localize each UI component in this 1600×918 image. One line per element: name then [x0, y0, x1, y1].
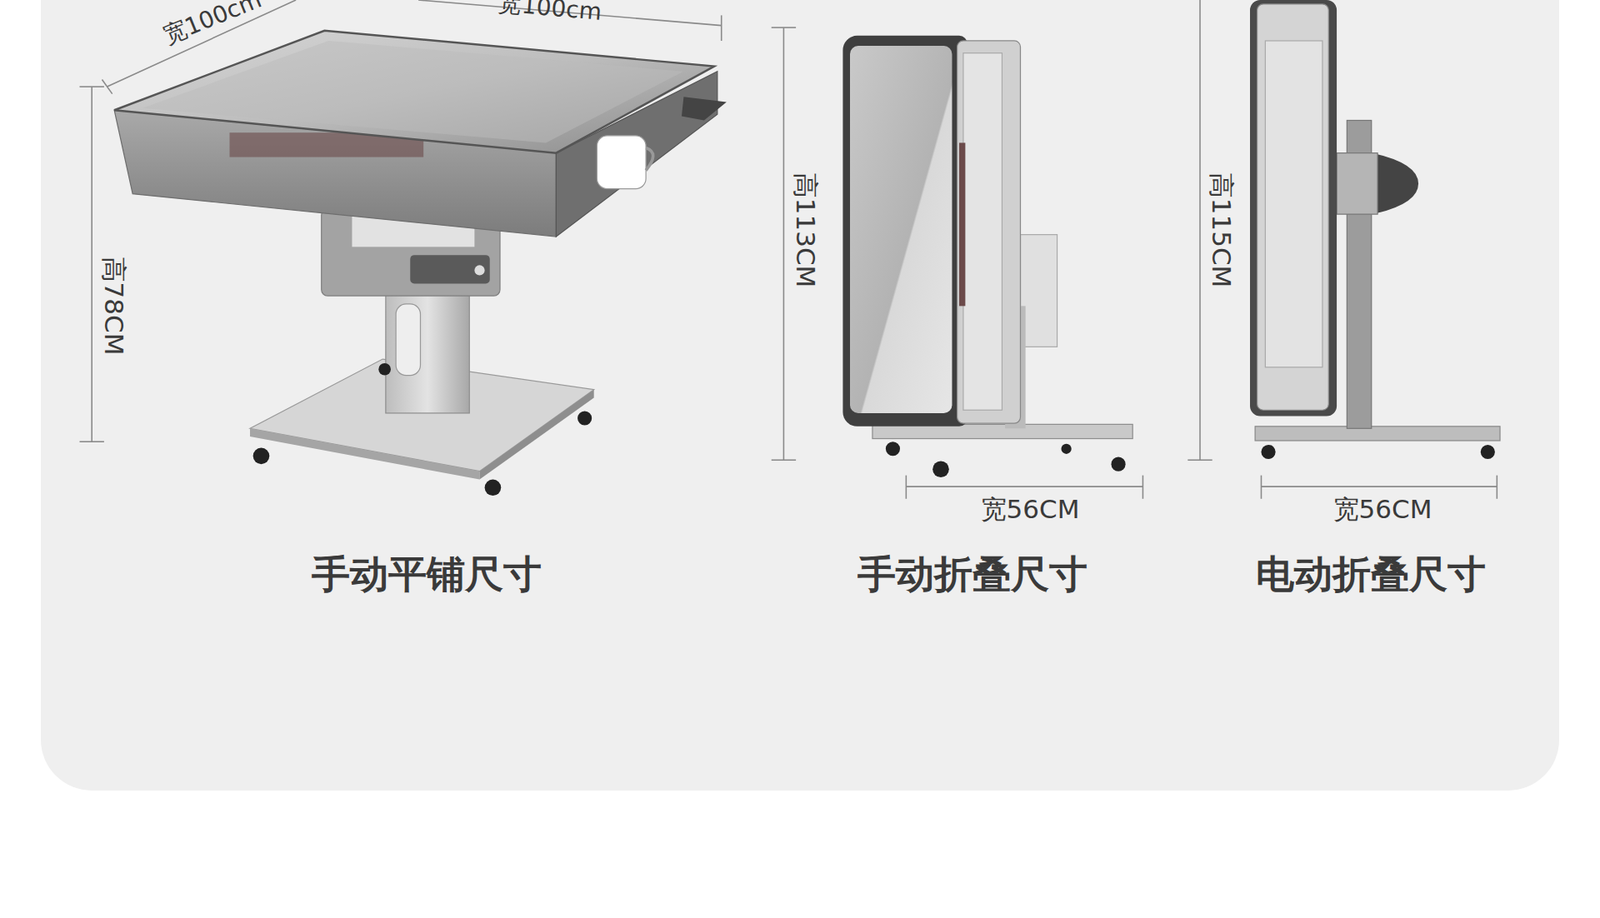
- dimension-lines: [80, 0, 1498, 500]
- view-caption: 手动平铺尺寸: [311, 553, 542, 596]
- dimension-label: 高113CM: [791, 172, 820, 289]
- dimension-label: 宽100cm: [497, 0, 603, 26]
- dimension-label: 宽100cm: [160, 0, 266, 50]
- dimension-label: 高115CM: [1207, 172, 1236, 289]
- dimension-label: 宽56CM: [1333, 495, 1433, 524]
- view-caption: 手动折叠尺寸: [857, 553, 1088, 596]
- dimension-label: 宽56CM: [980, 495, 1080, 524]
- dimension-label: 高78CM: [100, 256, 129, 356]
- mahjong-table-flat: [114, 30, 727, 496]
- mahjong-table-manual-folded: [842, 35, 1133, 478]
- mahjong-table-electric-folded: [1250, 0, 1500, 460]
- background-panel: [40, 0, 1560, 791]
- view-caption: 电动折叠尺寸: [1255, 553, 1486, 596]
